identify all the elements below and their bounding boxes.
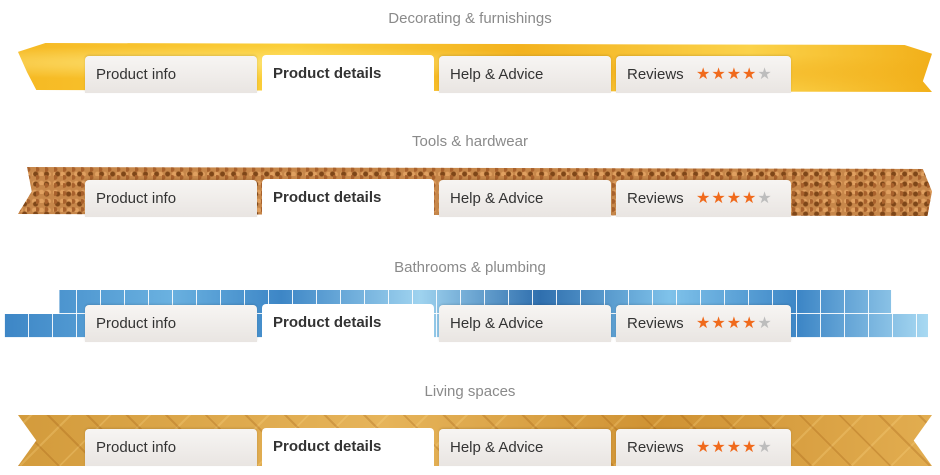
tab-bar: Product info Product details Help & Advi… <box>85 55 791 93</box>
star-icon: ★ <box>696 190 712 207</box>
section-title: Tools & hardwear <box>412 133 528 150</box>
star-icon: ★ <box>711 190 727 207</box>
star-icon: ★ <box>742 439 758 456</box>
tab-product-details[interactable]: Product details <box>262 428 434 466</box>
tab-reviews-label: Reviews <box>627 439 684 456</box>
star-icon: ★ <box>696 315 712 332</box>
star-icon: ★ <box>726 315 743 332</box>
star-empty-icon: ★ <box>757 315 773 332</box>
rating-stars: ★★★★★ <box>696 305 773 342</box>
section-tools: Tools & hardwear Product info Product de… <box>0 124 940 248</box>
star-icon: ★ <box>726 190 743 207</box>
star-empty-icon: ★ <box>757 66 773 83</box>
rating-stars: ★★★★★ <box>696 180 773 217</box>
section-bathrooms: Bathrooms & plumbing Product info Produc… <box>0 249 940 373</box>
star-icon: ★ <box>711 66 727 83</box>
tab-help-advice[interactable]: Help & Advice <box>439 429 611 466</box>
tab-product-info[interactable]: Product info <box>85 305 257 342</box>
tab-reviews-label: Reviews <box>627 190 684 207</box>
section-title: Living spaces <box>424 383 516 400</box>
tab-reviews[interactable]: Reviews ★★★★★ <box>616 305 791 342</box>
star-icon: ★ <box>711 439 727 456</box>
section-decorating: Decorating & furnishings Product info Pr… <box>0 0 940 124</box>
rating-stars: ★★★★★ <box>696 56 773 93</box>
star-icon: ★ <box>742 190 758 207</box>
tab-reviews[interactable]: Reviews ★★★★★ <box>616 429 791 466</box>
star-icon: ★ <box>726 66 743 83</box>
tab-product-details[interactable]: Product details <box>262 55 434 93</box>
tab-product-info[interactable]: Product info <box>85 180 257 217</box>
section-title: Decorating & furnishings <box>388 10 552 27</box>
tab-bar: Product info Product details Help & Advi… <box>85 428 791 466</box>
tab-product-details[interactable]: Product details <box>262 304 434 342</box>
tab-product-info[interactable]: Product info <box>85 56 257 93</box>
tab-product-details[interactable]: Product details <box>262 179 434 217</box>
star-icon: ★ <box>711 315 727 332</box>
tab-product-info[interactable]: Product info <box>85 429 257 466</box>
rating-stars: ★★★★★ <box>696 429 773 466</box>
tab-bar: Product info Product details Help & Advi… <box>85 304 791 342</box>
tab-bar: Product info Product details Help & Advi… <box>85 179 791 217</box>
tab-reviews[interactable]: Reviews ★★★★★ <box>616 56 791 93</box>
tab-reviews[interactable]: Reviews ★★★★★ <box>616 180 791 217</box>
star-icon: ★ <box>742 315 758 332</box>
star-empty-icon: ★ <box>757 190 773 207</box>
section-living: Living spaces Product info Product detai… <box>0 373 940 475</box>
star-icon: ★ <box>696 66 712 83</box>
tab-reviews-label: Reviews <box>627 66 684 83</box>
star-icon: ★ <box>696 439 712 456</box>
tab-help-advice[interactable]: Help & Advice <box>439 180 611 217</box>
star-icon: ★ <box>742 66 758 83</box>
tab-help-advice[interactable]: Help & Advice <box>439 56 611 93</box>
star-icon: ★ <box>726 439 743 456</box>
tab-reviews-label: Reviews <box>627 315 684 332</box>
tab-help-advice[interactable]: Help & Advice <box>439 305 611 342</box>
section-title: Bathrooms & plumbing <box>394 259 546 276</box>
star-empty-icon: ★ <box>757 439 773 456</box>
